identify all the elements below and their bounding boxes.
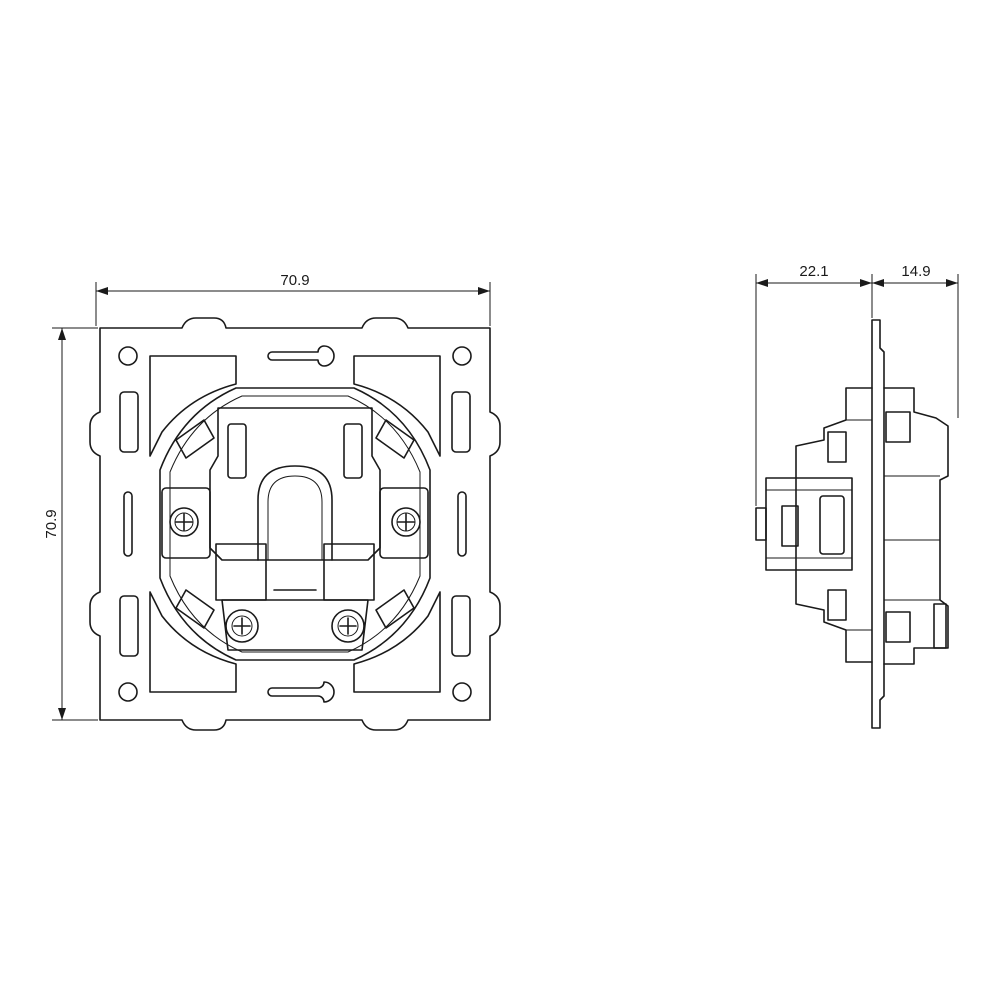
corner-hole-bottom-right — [452, 682, 472, 702]
side-front-block-top — [885, 411, 911, 443]
earth-screw-right — [331, 609, 365, 643]
socket-body-outline — [159, 387, 431, 661]
side-terminal-nose — [755, 507, 767, 541]
corner-cutout-top-right — [353, 355, 441, 457]
dimension-label-front-width: 70.9 — [280, 272, 309, 289]
keyhole-slot-bottom — [267, 681, 335, 703]
corner-cutout-bottom-left — [149, 591, 237, 693]
mounting-plate-outline — [89, 317, 501, 731]
clip-lower-right — [375, 589, 415, 629]
side-view — [755, 319, 949, 729]
keyhole-slot-top — [267, 345, 335, 367]
corner-cutout-top-left — [149, 355, 237, 457]
side-terminal-block — [765, 477, 853, 571]
dimension-label-side-rear: 22.1 — [799, 263, 828, 280]
dimension-label-front-height: 70.9 — [43, 509, 60, 538]
lower-housing — [221, 599, 369, 651]
corner-hole-top-left — [118, 346, 138, 366]
edge-slot-left-upper — [119, 391, 139, 453]
side-mounting-plate — [871, 319, 885, 729]
corner-cutout-bottom-right — [353, 591, 441, 693]
side-rear-body — [795, 387, 873, 663]
side-rear-tab-top — [827, 431, 847, 463]
side-front-screw — [933, 603, 947, 649]
side-terminal-clamp — [819, 495, 845, 555]
side-rear-tab-bottom — [827, 589, 847, 621]
dimension-front-width — [95, 282, 491, 326]
keyhole-slot-left — [123, 491, 133, 557]
central-arch-inner — [267, 475, 323, 560]
clip-upper-right — [375, 419, 415, 459]
edge-slot-right-lower — [451, 595, 471, 657]
pin-slot-left — [227, 423, 247, 479]
side-terminal-window — [781, 505, 799, 547]
earth-screw-left — [225, 609, 259, 643]
side-front-body — [883, 387, 949, 665]
dimension-side-front — [872, 274, 959, 418]
keyhole-slot-right — [457, 491, 467, 557]
front-view — [89, 317, 501, 731]
terminal-right — [379, 487, 429, 559]
upper-housing — [209, 407, 381, 561]
corner-hole-top-right — [452, 346, 472, 366]
dimension-label-side-front: 14.9 — [901, 263, 930, 280]
terminal-left — [161, 487, 211, 559]
clip-upper-left — [175, 419, 215, 459]
edge-slot-left-lower — [119, 595, 139, 657]
dimension-side-rear — [755, 274, 873, 506]
central-arch — [257, 465, 333, 561]
clip-lower-left — [175, 589, 215, 629]
side-front-block-bottom — [885, 611, 911, 643]
pin-slot-right — [343, 423, 363, 479]
socket-body-inner — [169, 395, 421, 653]
corner-hole-bottom-left — [118, 682, 138, 702]
dimension-front-height — [52, 327, 98, 721]
edge-slot-right-upper — [451, 391, 471, 453]
